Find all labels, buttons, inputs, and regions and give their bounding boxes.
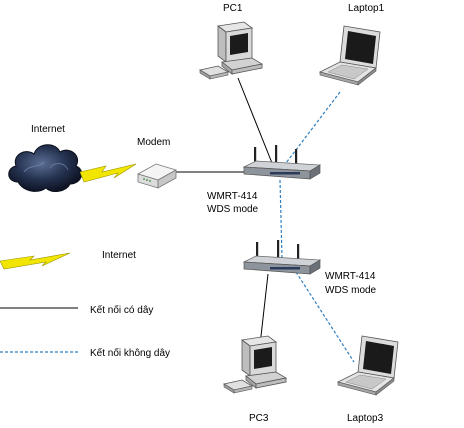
wired-link-pc1-router1 [237, 77, 273, 164]
modem-label: Modem [137, 137, 171, 148]
legend-wired-line [0, 307, 78, 309]
legend-wireless-label: Kết nối không dây [90, 348, 171, 359]
laptop3-icon [336, 335, 399, 396]
router-1-icon [242, 145, 322, 180]
laptop3-label: Laptop3 [347, 413, 384, 424]
wireless-link-router2-laptop3 [295, 271, 355, 363]
wired-link-router2-pc3 [259, 273, 269, 346]
pc1-icon [198, 21, 264, 80]
laptop1-icon [318, 25, 381, 86]
pc3-label: PC3 [249, 413, 269, 424]
legend-wired-label: Kết nối có dây [90, 305, 154, 316]
wireless-link-router1-router2 [279, 179, 283, 259]
router1-mode-label: WDS mode [207, 204, 259, 215]
router2-mode-label: WDS mode [325, 285, 377, 296]
legend-internet-label: Internet [102, 250, 136, 261]
legend-lightning-icon [0, 252, 71, 270]
router-2-icon [242, 240, 322, 275]
lightning-bolt-icon [80, 163, 137, 183]
internet-cloud-icon [8, 144, 83, 192]
router1-model-label: WMRT-414 [207, 191, 258, 202]
legend-wireless-line [0, 351, 78, 353]
pc1-label: PC1 [223, 3, 243, 14]
internet-label: Internet [31, 124, 65, 135]
router2-model-label: WMRT-414 [325, 271, 376, 282]
modem-icon [136, 163, 178, 189]
pc3-icon [222, 335, 288, 394]
laptop1-label: Laptop1 [348, 3, 385, 14]
